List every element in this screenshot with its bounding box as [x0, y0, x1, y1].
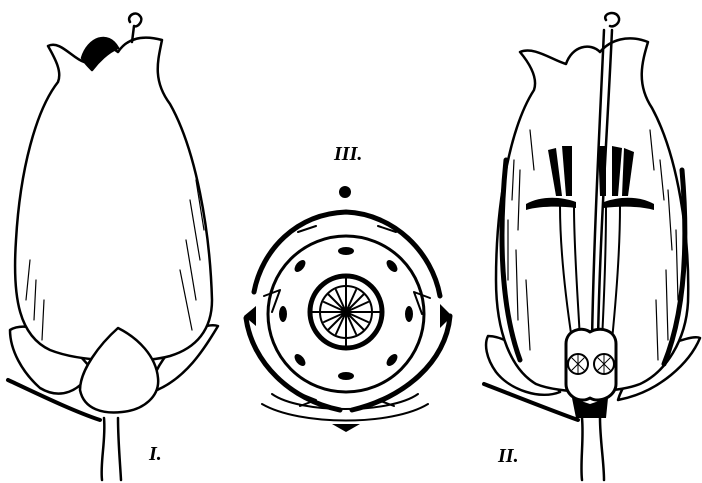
receptacle — [572, 398, 608, 418]
flower-exterior-figure — [8, 14, 218, 480]
figure-label-3: III. — [334, 144, 362, 164]
figure-label-2: II. — [498, 446, 519, 466]
ovary-section — [566, 329, 616, 400]
floral-diagram-figure — [244, 186, 452, 432]
corolla-bell — [15, 38, 212, 361]
stigma — [605, 13, 619, 26]
flower-section-figure — [484, 13, 700, 480]
stem — [102, 418, 121, 480]
stem-section — [581, 418, 604, 480]
lower-arc — [262, 394, 428, 421]
axis-dot — [339, 186, 351, 198]
calyx-tips — [244, 304, 452, 432]
figure-label-1: I. — [149, 444, 162, 464]
